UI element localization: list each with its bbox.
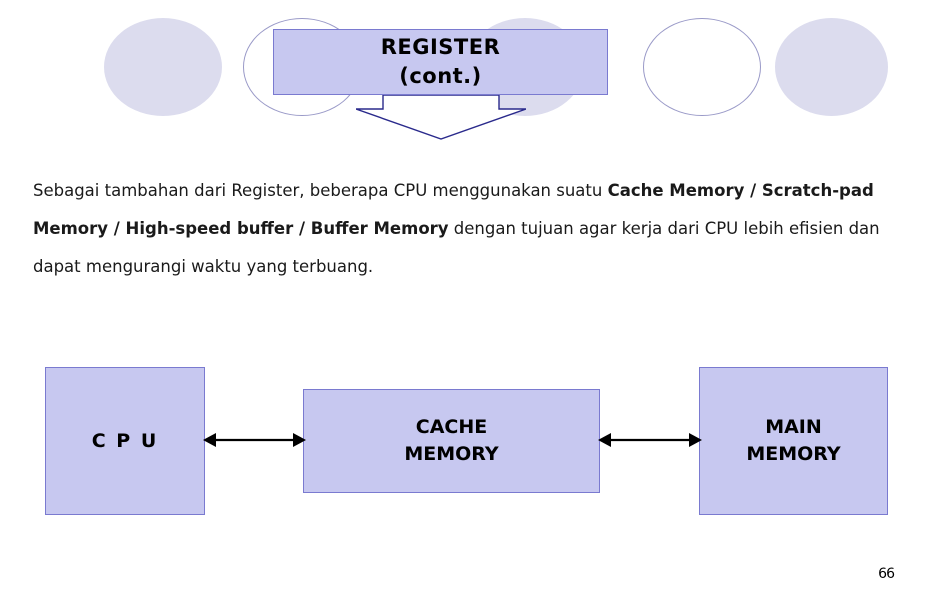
decorative-circle-filled — [775, 18, 888, 116]
double-arrow-icon-cpu-cache — [203, 433, 306, 447]
decorative-circle-outline — [643, 18, 761, 116]
slide-title-banner: REGISTER (cont.) — [273, 29, 608, 95]
diagram-box-main-memory-label-line1: MAIN — [765, 416, 822, 438]
slide-title-line2: (cont.) — [399, 64, 482, 88]
diagram-box-cpu: C P U — [45, 367, 205, 515]
diagram-box-cpu-label: C P U — [91, 430, 159, 452]
body-segment-bold: Cache Memory / Scratch-pad Memory / High… — [33, 181, 874, 238]
slide-title-line1: REGISTER — [380, 35, 501, 59]
diagram-box-cache: CACHE MEMORY — [303, 389, 600, 493]
body-paragraph: Sebagai tambahan dari Register, beberapa… — [33, 172, 903, 286]
diagram-box-cache-label-line2: MEMORY — [404, 443, 499, 465]
diagram-box-cache-label-line1: CACHE — [415, 416, 488, 438]
body-segment-plain-2: dengan tujuan agar kerja dari CPU lebih … — [33, 219, 880, 276]
page-number: 66 — [878, 566, 895, 582]
diagram-box-main-memory: MAIN MEMORY — [699, 367, 888, 515]
body-segment-plain-1: Sebagai tambahan dari Register, beberapa… — [33, 181, 608, 200]
decorative-circle-filled — [104, 18, 222, 116]
diagram-box-main-memory-label-line2: MEMORY — [746, 443, 841, 465]
down-arrow-icon — [356, 95, 526, 140]
double-arrow-icon-cache-main — [598, 433, 702, 447]
